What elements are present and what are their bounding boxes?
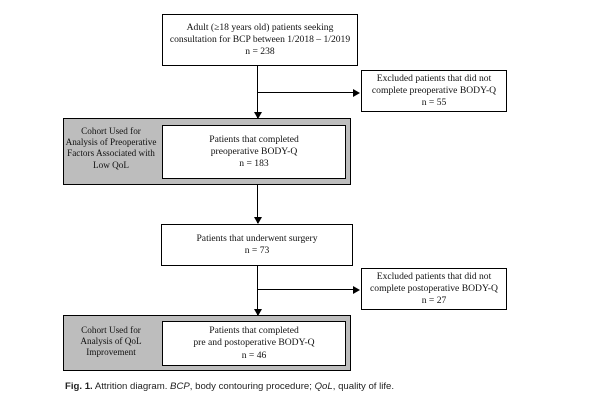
initial-line2: consultation for BCP between 1/2018 – 1/… — [169, 33, 351, 45]
connector-to-excluded-pre — [257, 92, 355, 93]
cohort-qol-line3: Improvement — [86, 347, 136, 358]
completed-both-line1: Patients that completed — [209, 325, 299, 337]
connector-completed-to-surgery — [257, 185, 258, 223]
cohort-qol-line2: Analysis of QoL — [80, 336, 142, 347]
completed-pre-line2: preoperative BODY-Q — [210, 145, 298, 157]
cohort-pre-line1: Cohort Used for — [81, 126, 141, 136]
connector-surgery-to-completed-both — [257, 266, 258, 315]
excluded-pre-count: n = 55 — [421, 97, 447, 109]
excluded-post-count: n = 27 — [421, 295, 447, 307]
caption-text-3: , quality of life. — [332, 381, 395, 392]
cohort-qol-line1: Cohort Used for — [81, 325, 141, 335]
caption-abbr-bcp: BCP — [170, 381, 190, 392]
connector-to-excluded-post — [257, 289, 355, 290]
arrow-to-surgery — [253, 217, 262, 224]
cohort-pre-line3: Factors Associated with — [67, 148, 155, 159]
excluded-pre-line1: Excluded patients that did not — [376, 72, 492, 84]
completed-pre-line1: Patients that completed — [209, 133, 299, 145]
initial-count: n = 238 — [245, 46, 275, 58]
caption-label: Fig. 1. — [65, 381, 93, 392]
excluded-pre-line2: complete preoperative BODY-Q — [371, 84, 497, 96]
cohort-pre-line4: Low QoL — [93, 159, 129, 170]
arrow-to-completed-pre — [253, 112, 262, 119]
arrow-to-excluded-pre — [353, 88, 360, 97]
caption-text-2: , body contouring procedure; — [189, 381, 315, 392]
completed-both-line2: pre and postoperative BODY-Q — [193, 337, 315, 349]
cohort-preoperative-label: Cohort Used for Analysis of Preoperative… — [64, 126, 158, 171]
completed-pre-box: Patients that completed preoperative BOD… — [162, 125, 346, 179]
caption-abbr-qol: QoL — [314, 381, 333, 392]
surgery-count: n = 73 — [244, 245, 270, 256]
completed-pre-count: n = 183 — [239, 158, 269, 170]
arrow-to-excluded-post — [353, 285, 360, 294]
completed-both-box: Patients that completed pre and postoper… — [162, 321, 346, 366]
figure-caption: Fig. 1. Attrition diagram. BCP, body con… — [65, 381, 394, 392]
completed-both-count: n = 46 — [241, 349, 267, 361]
initial-line1: Adult (≥18 years old) patients seeking — [186, 21, 334, 33]
excluded-post-line1: Excluded patients that did not — [376, 270, 492, 282]
excluded-post-line2: complete postoperative BODY-Q — [370, 282, 498, 294]
excluded-post-box: Excluded patients that did not complete … — [361, 268, 507, 310]
initial-patients-box: Adult (≥18 years old) patients seeking c… — [162, 14, 358, 66]
excluded-pre-box: Excluded patients that did not complete … — [361, 70, 507, 112]
surgery-line1: Patients that underwent surgery — [196, 232, 318, 244]
caption-text-1: Attrition diagram. — [92, 381, 171, 392]
cohort-qol-label: Cohort Used for Analysis of QoL Improvem… — [64, 325, 158, 359]
surgery-box: Patients that underwent surgery n = 73 — [161, 224, 353, 266]
arrow-to-completed-both — [253, 309, 262, 316]
cohort-pre-line2: Analysis of Preoperative — [65, 137, 157, 148]
